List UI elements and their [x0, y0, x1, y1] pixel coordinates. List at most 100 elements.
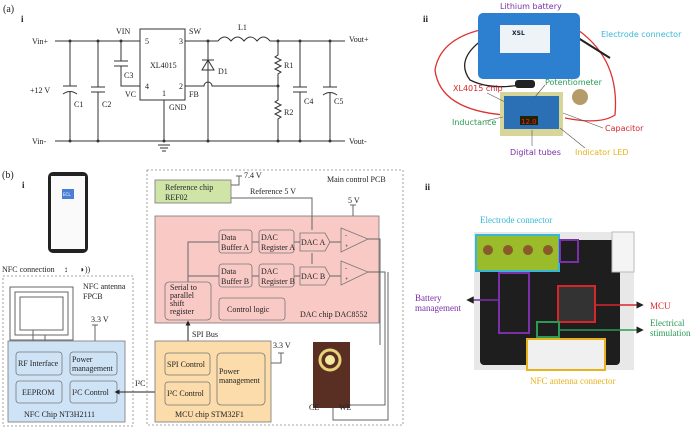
svg-text:5: 5 [145, 37, 149, 46]
svg-text:1: 1 [162, 89, 166, 98]
panel-a-label: (a) [3, 4, 14, 15]
label-xl4015-chip: XL4015 chip [453, 84, 503, 93]
main-control-pcb-region [146, 169, 404, 426]
eeprom-label: EEPROM [22, 388, 54, 397]
ref-supply-label: 7.4 V [244, 171, 262, 180]
mcu-block [154, 340, 272, 423]
nfc-power-management-label: management [72, 364, 114, 373]
pin-vc-label: VC [125, 90, 136, 99]
pin-vin-label: VIN [116, 27, 130, 36]
label-lithium-battery: Lithium battery [500, 2, 562, 11]
data-buffer-b-label: Buffer B [221, 277, 249, 286]
panel-b-photo: ii Electrode connector Battery managemen… [415, 182, 691, 386]
vin-minus-label: Vin- [32, 137, 47, 146]
resistors-r1-r2 [273, 41, 283, 141]
svg-text:parallel: parallel [170, 291, 195, 300]
nfc-antenna-connector-highlight [526, 338, 606, 371]
opamp-a-icon [340, 227, 369, 253]
dac-supply-label: 5 V [348, 196, 360, 205]
panel-b-i-label: i [22, 180, 25, 190]
mcu-supply-label: 3.3 V [273, 341, 291, 350]
nfc-supply-label: 3.3 V [91, 315, 109, 324]
label-capacitor: Capacitor [605, 124, 644, 133]
vout-minus-label: Vout- [349, 137, 367, 146]
svg-text:shift: shift [170, 299, 185, 308]
dac-b-label: DAC B [301, 272, 325, 281]
panel-b-diagram: (b) i ECL NFC connection ↕ ◗)) NFC anten… [2, 169, 404, 427]
capacitor-c2 [91, 41, 105, 141]
i2c-link-label: I²C [135, 379, 145, 388]
capacitor-c3 [114, 41, 140, 87]
opamp-b-icon [340, 260, 369, 286]
label-electrode-connector-b: Electrode connector [480, 215, 552, 225]
svg-text:4: 4 [145, 82, 149, 91]
capacitor-c4 [293, 41, 307, 141]
dac-chip-block [154, 215, 380, 324]
panel-a-circuit: (a) i Vin+ Vin- +12 V C1 C2 C3 XL4015 VI… [3, 4, 369, 152]
label-potentiometer: Potentiometer [545, 78, 603, 87]
c2-label: C2 [102, 100, 111, 109]
label-electrical-stimulation: Electrical [650, 318, 685, 328]
svg-text:register: register [170, 307, 194, 316]
svg-text:2: 2 [179, 82, 183, 91]
nfc-antenna-coil [9, 286, 74, 341]
capacitor-c1 [62, 41, 78, 141]
spi-control-label: SPI Control [167, 360, 206, 369]
nfc-chip-block [7, 340, 126, 423]
svg-text:3: 3 [179, 37, 183, 46]
label-nfc-antenna-connector: NFC antenna connector [530, 376, 615, 386]
svg-text:Data: Data [221, 267, 237, 276]
inductor-l1 [217, 36, 271, 42]
d1-label: D1 [218, 67, 228, 76]
coin-image [572, 89, 588, 105]
c5-label: C5 [334, 97, 343, 106]
mcu-power-management-label: management [219, 376, 261, 385]
pin-gnd-label: GND [169, 103, 187, 112]
svg-text:DAC: DAC [261, 267, 278, 276]
svg-text:Power: Power [72, 355, 93, 364]
fpcb-label: FPCB [83, 292, 103, 301]
c3-label: C3 [124, 71, 133, 80]
vin-plus-label: Vin+ [32, 37, 49, 46]
input-voltage-label: +12 V [30, 86, 50, 95]
screen-printed-electrode-image [313, 342, 350, 408]
pin-sw-label: SW [189, 27, 201, 36]
panel-a-ii-label: ii [423, 14, 429, 24]
svg-text:management: management [415, 303, 461, 313]
dac-register-b-label: Register B [261, 277, 295, 286]
data-buffer-a-label: Buffer A [221, 243, 249, 252]
reference-chip-block [154, 179, 232, 204]
svg-text:stimulation: stimulation [650, 328, 691, 338]
spi-bus-label: SPI Bus [192, 330, 218, 339]
dac-a-label: DAC A [301, 238, 325, 247]
label-mcu: MCU [650, 301, 671, 311]
rf-interface-label: RF Interface [18, 359, 59, 368]
label-digital-tubes: Digital tubes [510, 148, 561, 157]
label-electrode-connector: Electrode connector [601, 30, 682, 39]
svg-text:Data: Data [221, 233, 237, 242]
mcu-highlight [557, 285, 596, 323]
reference-chip-label: Reference chip [165, 183, 213, 192]
svg-text:Power: Power [219, 367, 240, 376]
svg-text:+: + [345, 244, 349, 250]
dac-register-a-label: Register A [261, 243, 295, 252]
svg-text:+: + [345, 277, 349, 283]
vout-plus-label: Vout+ [349, 35, 369, 44]
c4-label: C4 [304, 97, 313, 106]
nfc-i2c-control-label: I²C Control [72, 388, 110, 397]
nfc-chip-title: NFC Chip NT3H2111 [24, 410, 95, 419]
svg-text:-: - [345, 266, 347, 272]
capacitor-c5 [322, 41, 338, 141]
mcu-title: MCU chip STM32F1 [175, 410, 244, 419]
nfc-symbol-icon: ◗)) [80, 265, 90, 274]
svg-text:XSL: XSL [512, 30, 525, 37]
ground-symbol-icon [158, 100, 170, 152]
svg-text:REF02: REF02 [165, 193, 188, 202]
panel-b-label: (b) [2, 170, 14, 181]
nfc-connection-label: NFC connection [2, 265, 55, 274]
r2-label: R2 [284, 108, 293, 117]
reference-5v-label: Reference 5 V [250, 187, 296, 196]
label-battery-management: Battery [415, 293, 442, 303]
nfc-antenna-pcb-region [2, 275, 134, 427]
